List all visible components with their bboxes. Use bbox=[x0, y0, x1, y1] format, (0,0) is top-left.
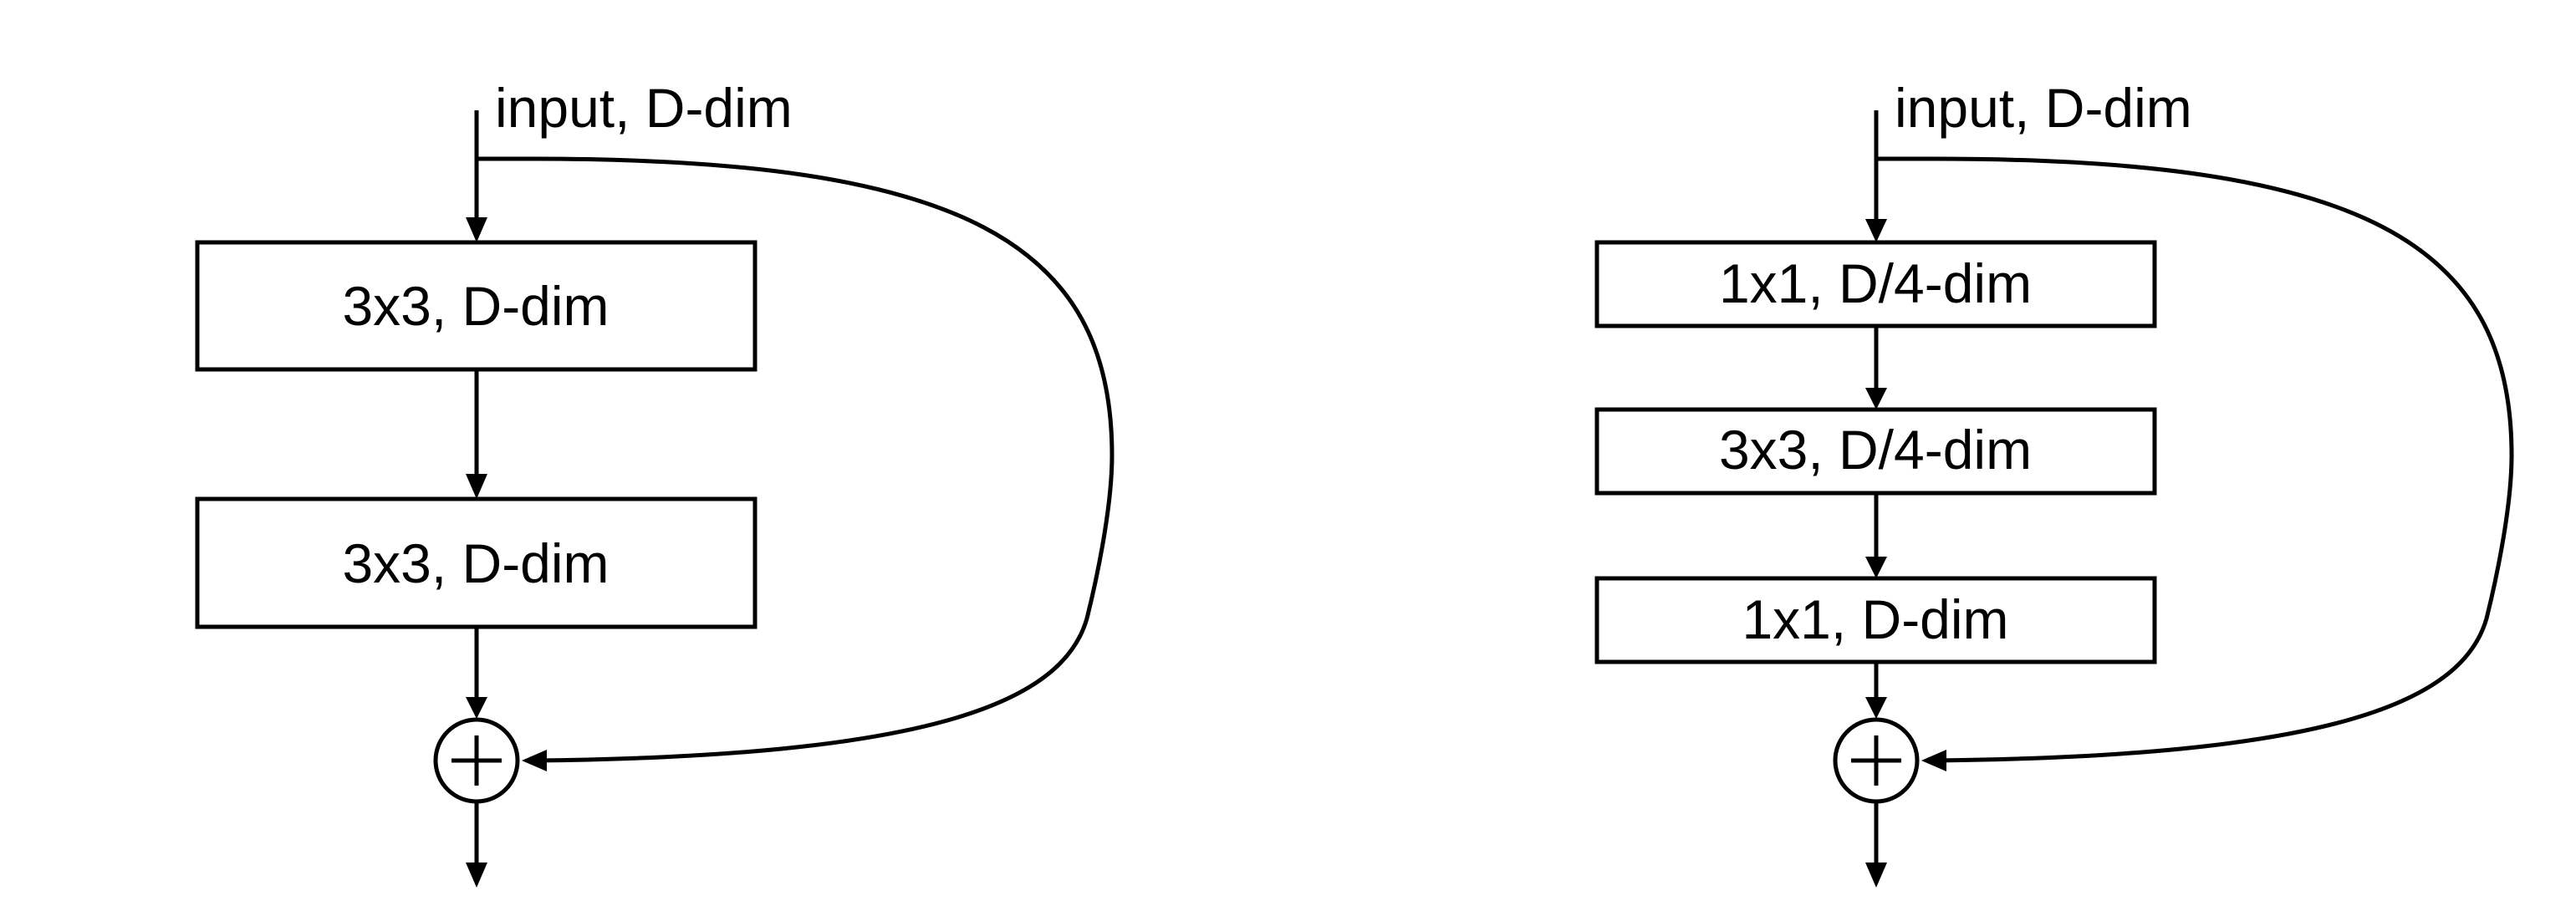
basic-layer-label-1: 3x3, D-dim bbox=[342, 275, 609, 337]
basic-input-arrowhead bbox=[466, 217, 487, 242]
basic-input-label: input, D-dim bbox=[495, 77, 793, 139]
basic-skip-arrowhead bbox=[522, 750, 547, 771]
bottleneck-add-node bbox=[1833, 717, 1920, 804]
bottleneck-skip-connection bbox=[1876, 156, 2514, 763]
bottleneck-output-arrowhead bbox=[1865, 862, 1887, 888]
basic-block-panel: input, D-dim 3x3, D-dim 3x3, D-dim bbox=[195, 77, 1115, 888]
bottleneck-layer-box-3 bbox=[1594, 576, 2157, 664]
bottleneck-layer-box-1 bbox=[1594, 240, 2157, 328]
basic-add-node bbox=[433, 717, 520, 804]
basic-output-arrowhead bbox=[466, 862, 487, 888]
bottleneck-skip-arrowhead bbox=[1921, 750, 1946, 771]
bottleneck-edge-2-3-arrowhead bbox=[1865, 557, 1887, 578]
bottleneck-layer-label-1: 1x1, D/4-dim bbox=[1719, 252, 2032, 314]
basic-layer-label-2: 3x3, D-dim bbox=[342, 532, 609, 594]
basic-edge-2-add-arrowhead bbox=[466, 697, 487, 719]
basic-layer-box-2 bbox=[195, 496, 757, 629]
bottleneck-edge-1-2-arrowhead bbox=[1865, 388, 1887, 410]
bottleneck-layer-box-2 bbox=[1594, 407, 2157, 496]
bottleneck-input-label: input, D-dim bbox=[1895, 77, 2192, 139]
bottleneck-input-arrowhead bbox=[1865, 219, 1887, 242]
basic-skip-connection bbox=[477, 156, 1115, 763]
bottleneck-layer-label-3: 1x1, D-dim bbox=[1742, 588, 2008, 650]
bottleneck-layer-label-2: 3x3, D/4-dim bbox=[1719, 419, 2032, 481]
basic-edge-1-2-arrowhead bbox=[466, 474, 487, 499]
bottleneck-edge-3-add-arrowhead bbox=[1865, 697, 1887, 719]
bottleneck-block-panel: input, D-dim 1x1, D/4-dim 3x3, D/4-dim 1… bbox=[1594, 77, 2514, 888]
